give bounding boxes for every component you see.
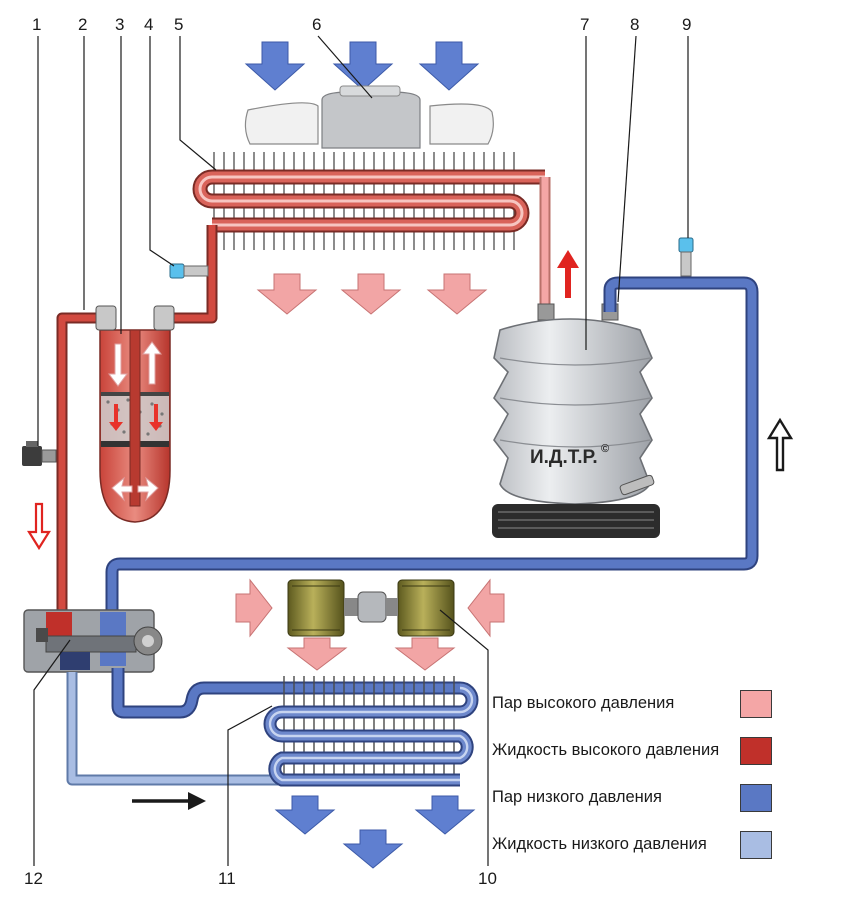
condenser-airflow-out-arrows [256, 273, 488, 315]
condenser [192, 152, 545, 250]
callout-1: 1 [32, 15, 41, 34]
expansion-valve [23, 609, 163, 673]
low-pressure-service-valve [678, 237, 694, 277]
receiver-drier [95, 305, 175, 523]
pressure-switch [22, 441, 57, 466]
legend-label: Жидкость высокого давления [492, 741, 720, 759]
legend-swatch [740, 831, 772, 859]
legend-label: Пар высокого давления [492, 694, 675, 712]
liquid-line [56, 225, 218, 610]
flow-arrow-up-red [557, 250, 579, 298]
callout-6: 6 [312, 15, 321, 34]
legend-label: Жидкость низкого давления [492, 835, 707, 853]
evaporator-blower [287, 579, 455, 637]
evaporator [263, 676, 479, 787]
callout-7: 7 [580, 15, 589, 34]
legend-swatch [740, 737, 772, 765]
condenser-airflow-in-arrows [244, 41, 480, 91]
legend-swatch [740, 690, 772, 718]
callout-2: 2 [78, 15, 87, 34]
blower-airflow-down-arrows [286, 637, 456, 671]
callout-11: 11 [218, 869, 236, 888]
legend-item-low-pressure-liquid: Жидкость низкого давления [492, 831, 792, 861]
callout-8: 8 [630, 15, 639, 34]
suction-line [105, 276, 759, 610]
legend-swatch [740, 784, 772, 812]
legend-item-high-pressure-vapor: Пар высокого давления [492, 690, 792, 720]
evaporator-outlet-line [111, 668, 460, 719]
callout-numbers: 1 2 3 4 5 6 7 8 9 10 11 12 [24, 15, 691, 888]
callout-3: 3 [115, 15, 124, 34]
flow-arrow-down-red [27, 502, 51, 551]
condenser-fan [244, 85, 494, 149]
callout-leaders [33, 35, 689, 866]
high-pressure-service-valve [169, 263, 209, 279]
callout-12: 12 [24, 869, 43, 888]
legend-label: Пар низкого давления [492, 788, 662, 806]
callout-4: 4 [144, 15, 153, 34]
compressor: И.Д.Т.Р. © [492, 303, 660, 538]
flow-arrow-up-black [766, 417, 794, 472]
compressor-brand-mark: И.Д.Т.Р. [530, 447, 598, 468]
compressor-copyright-mark: © [601, 443, 609, 455]
callout-10: 10 [478, 869, 497, 888]
legend-item-low-pressure-vapor: Пар низкого давления [492, 784, 792, 814]
callout-5: 5 [174, 15, 183, 34]
evaporator-airflow-out-arrows [274, 795, 476, 869]
blower-airflow-in-arrows [235, 578, 505, 638]
callout-9: 9 [682, 15, 691, 34]
flow-arrow-right-black [132, 792, 206, 810]
legend-item-high-pressure-liquid: Жидкость высокого давления [492, 737, 792, 767]
